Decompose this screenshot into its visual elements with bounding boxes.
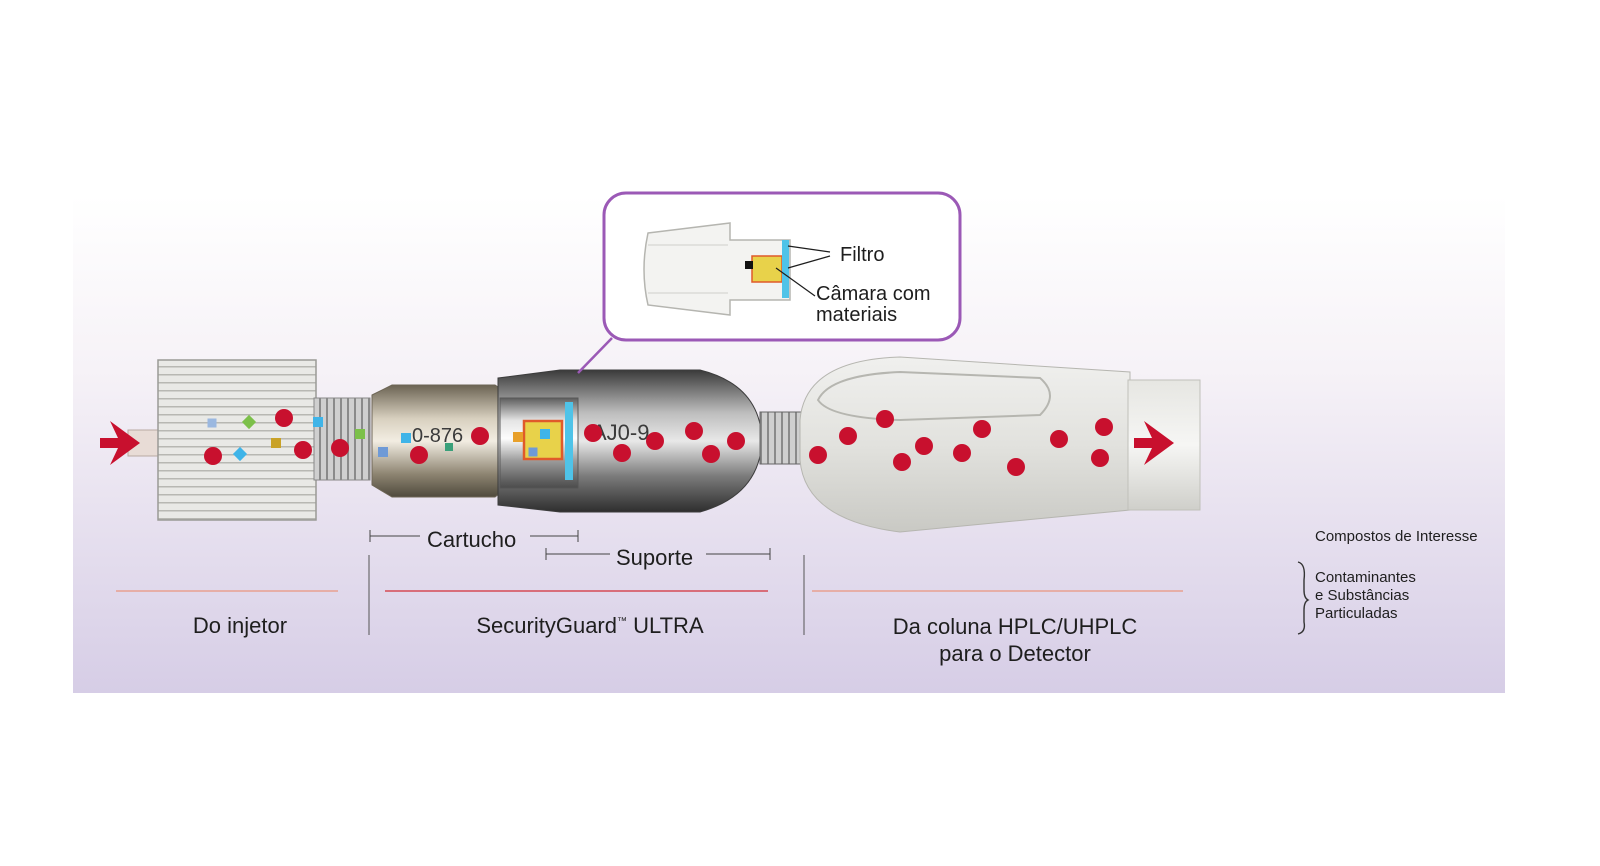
- injector-fitting: [157, 359, 317, 521]
- to-column-label: Da coluna HPLC/UHPLC para o Detector: [860, 613, 1170, 667]
- compound-dot: [1095, 418, 1113, 436]
- legend-brace: [1297, 561, 1310, 635]
- contaminant-particle: [540, 429, 550, 439]
- cartridge-marking: 0-876: [412, 425, 463, 447]
- compound-dot: [613, 444, 631, 462]
- trademark-symbol: ™: [617, 616, 627, 627]
- compound-dot: [410, 446, 428, 464]
- contaminant-particle: [241, 414, 257, 430]
- filter-label: Filtro: [840, 244, 885, 266]
- outlet-thread: [759, 411, 803, 465]
- compound-dot: [275, 409, 293, 427]
- compound-dot: [839, 427, 857, 445]
- callout-filter: [782, 240, 789, 298]
- legend-contaminants: Contaminantes e Substâncias Particuladas: [1315, 569, 1416, 623]
- contaminant-particle: [378, 447, 388, 457]
- contaminant-particle: [513, 432, 523, 442]
- compound-dot: [1091, 449, 1109, 467]
- contaminant-particle: [355, 429, 365, 439]
- compound-dot: [876, 410, 894, 428]
- compound-dot: [702, 445, 720, 463]
- contaminant-particle: [207, 418, 217, 428]
- product-name-label: SecurityGuard™ ULTRA: [430, 613, 750, 639]
- chamber-label-line2: materiais: [816, 304, 898, 326]
- column-end-fitting: [799, 356, 1131, 533]
- inlet-flow-arrow: [100, 421, 140, 465]
- compound-dot: [294, 441, 312, 459]
- legend-compounds: Compostos de Interesse: [1315, 528, 1478, 545]
- compound-dot: [809, 446, 827, 464]
- compound-dot: [727, 432, 745, 450]
- legend-contaminants-line2: e Substâncias: [1315, 587, 1410, 604]
- to-column-line1: Da coluna HPLC/UHPLC: [892, 614, 1138, 639]
- to-column-line2: para o Detector: [939, 641, 1091, 666]
- contaminant-particle: [401, 433, 411, 443]
- compound-dot: [685, 422, 703, 440]
- compound-dot: [915, 437, 933, 455]
- compound-dot: [953, 444, 971, 462]
- cartridge-label: Cartucho: [427, 527, 517, 552]
- legend-contaminants-line1: Contaminantes: [1315, 569, 1416, 586]
- contaminant-particle: [271, 438, 281, 448]
- particles: [204, 258, 1113, 476]
- product-suffix: ULTRA: [633, 613, 704, 638]
- chamber-label: Câmara com materiais: [816, 284, 930, 326]
- compound-dot: [204, 447, 222, 465]
- compound-dot: [1050, 430, 1068, 448]
- callout-leader: [577, 337, 613, 374]
- contaminant-particle: [232, 446, 248, 462]
- compound-dot: [646, 432, 664, 450]
- outlet-flow-arrow: [1134, 421, 1174, 465]
- compound-dot: [893, 453, 911, 471]
- legend-contaminants-line3: Particuladas: [1315, 605, 1398, 622]
- product-name: SecurityGuard: [476, 613, 617, 638]
- column-grip-outline: [816, 370, 1051, 422]
- compound-dot: [584, 424, 602, 442]
- from-injector-label: Do injetor: [192, 613, 288, 638]
- compound-dot: [471, 427, 489, 445]
- flow-arrows: [100, 421, 1174, 465]
- compound-dot: [973, 420, 991, 438]
- holder-label: Suporte: [616, 545, 694, 570]
- chamber-label-line1: Câmara com: [816, 283, 931, 305]
- filter-leader: [787, 245, 831, 253]
- filter-disc: [565, 402, 573, 480]
- chamber-leader: [775, 267, 816, 297]
- contaminant-particle: [445, 443, 453, 451]
- callout-cartridge-drawing: [643, 222, 791, 316]
- contaminant-particle: [313, 417, 323, 427]
- contaminant-particle: [528, 447, 538, 457]
- compound-dot: [1007, 458, 1025, 476]
- compound-dot: [331, 439, 349, 457]
